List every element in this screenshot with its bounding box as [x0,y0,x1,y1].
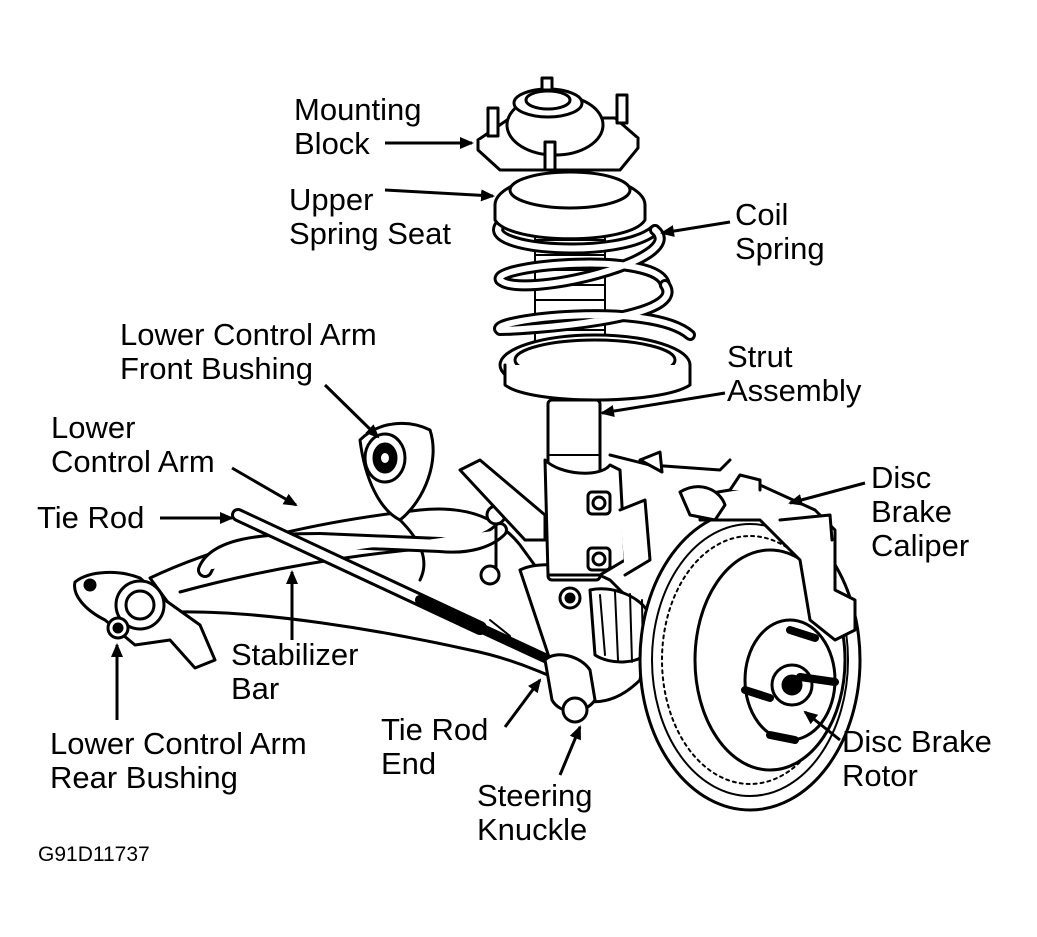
label-line: Brake [871,494,952,529]
label-strut-assembly: Strut Assembly [727,340,861,408]
label-line: Tie Rod [381,712,489,747]
stabilizer-bar [197,504,508,586]
arrow-disc-brake-rotor [803,710,841,742]
label-disc-brake-rotor: Disc Brake Rotor [842,725,992,793]
label-line: Steering [477,778,593,813]
label-line: End [381,746,437,781]
arrow-coil-spring [660,220,731,238]
arrow-lca-front-bushing [323,383,380,439]
arrow-strut-assembly [600,391,726,417]
label-upper-spring-seat: Upper Spring Seat [289,183,451,251]
label-line: Strut [727,339,793,374]
label-line: Stabilizer [231,637,359,672]
label-lca-rear-bushing: Lower Control Arm Rear Bushing [50,727,307,795]
arrow-tie-rod-end [503,678,542,728]
disc-brake-rotor [638,508,862,812]
disc-brake-caliper [678,473,857,642]
label-line: Rotor [842,758,918,793]
arrow-steering-knuckle [558,725,582,776]
label-line: Lower Control Arm [50,726,307,761]
strut-assembly [458,398,732,582]
label-line: Lower Control Arm [120,317,377,352]
label-line: Lower [51,410,136,445]
label-line: Bar [231,671,280,706]
label-mounting-block: Mounting Block [294,93,422,161]
tie-rod [231,508,565,670]
label-line: Block [294,126,370,161]
label-line: Caliper [871,528,970,563]
label-line: Assembly [727,373,862,408]
upper-spring-seat [493,170,647,241]
arrow-upper-spring-seat [384,188,495,202]
arrow-disc-brake-caliper [788,481,866,506]
label-tie-rod-end: Tie Rod End [381,713,488,781]
label-line: Tie Rod [37,500,145,535]
label-steering-knuckle: Steering Knuckle [477,779,592,847]
label-line: Control Arm [51,444,215,479]
label-line: Upper [289,182,374,217]
label-line: Disc Brake [842,724,992,759]
coil-spring [492,219,696,402]
label-line: Spring [735,231,825,266]
label-lower-control-arm: Lower Control Arm [51,411,215,479]
lca-front-bushing [363,432,407,484]
label-line: Rear Bushing [50,760,238,795]
label-line: Mounting [294,92,422,127]
label-tie-rod: Tie Rod [37,501,144,535]
label-coil-spring: Coil Spring [735,198,825,266]
label-lca-front-bushing: Lower Control Arm Front Bushing [120,318,377,386]
figure-code: G91D11737 [38,843,150,866]
label-line: Front Bushing [120,351,313,386]
label-line: Disc [871,460,932,495]
label-disc-brake-caliper: Disc Brake Caliper [871,461,969,563]
label-line: Knuckle [477,812,588,847]
arrow-lower-control-arm [231,466,298,507]
label-stabilizer-bar: Stabilizer Bar [231,638,359,706]
label-line: Spring Seat [289,216,451,251]
mounting-block [476,76,640,172]
lca-rear-bushing [73,570,217,670]
label-line: Coil [735,197,789,232]
